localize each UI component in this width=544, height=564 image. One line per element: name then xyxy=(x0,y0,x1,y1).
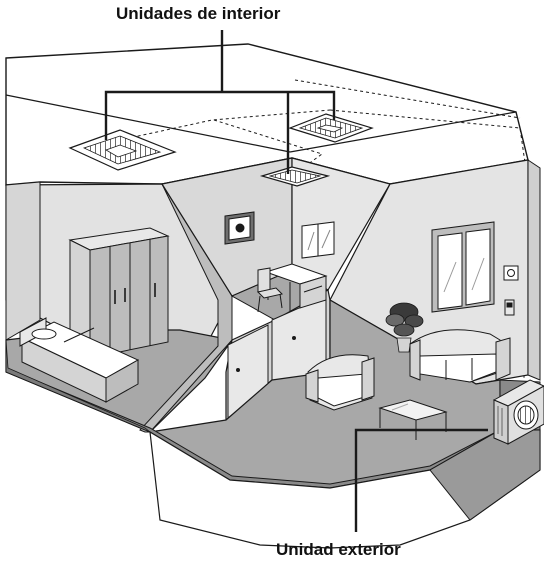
ceiling-cassette-unit-icon xyxy=(68,129,177,171)
glass-table-icon xyxy=(378,399,448,440)
outdoor-unit-label: Unidad exterior xyxy=(276,540,401,559)
remote-controller-icon xyxy=(504,299,515,316)
living-room-window-icon xyxy=(431,221,495,313)
outdoor-condenser-unit-icon xyxy=(492,379,544,445)
indoor-units-leader-lines xyxy=(104,30,336,174)
bed-icon xyxy=(19,317,140,403)
indoor-units-label: Unidades de interior xyxy=(116,4,281,23)
wardrobe-icon xyxy=(68,227,170,359)
living-room-right-wall xyxy=(527,159,541,381)
wall-thermostat-icon xyxy=(503,265,519,281)
bedroom-left-wall xyxy=(5,181,41,341)
sofa-icon xyxy=(409,329,511,383)
armchair-icon xyxy=(305,354,375,411)
potted-plant-icon xyxy=(385,302,424,353)
ceiling-cassette-unit-icon xyxy=(288,113,374,143)
study-window-icon xyxy=(301,221,335,259)
picture-frame-icon xyxy=(224,211,255,245)
ceiling-cassette-unit-icon xyxy=(259,166,331,187)
chair-icon xyxy=(257,267,283,313)
outdoor-unit-leader-line xyxy=(354,428,488,532)
slab-left-dark xyxy=(5,339,151,433)
partition-wall xyxy=(139,183,233,433)
desk-icon xyxy=(264,263,328,312)
